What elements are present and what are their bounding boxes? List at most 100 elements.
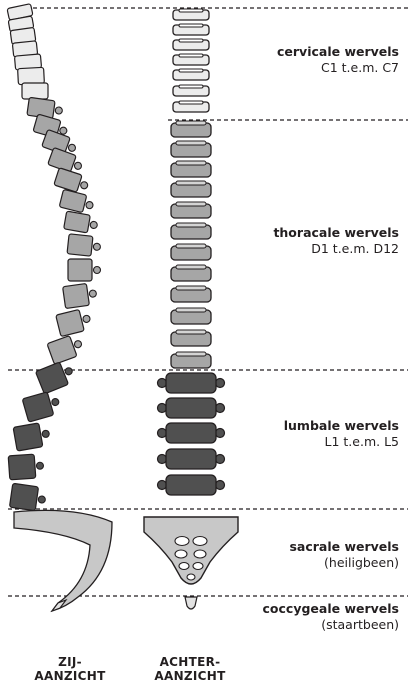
side-view-spine bbox=[7, 4, 112, 611]
label-lumbar-title: lumbale wervels bbox=[284, 418, 399, 434]
back-view-caption-line1: ACHTER- bbox=[145, 655, 235, 669]
spinous-process bbox=[42, 430, 50, 438]
thoracic-vertebra-back bbox=[171, 244, 211, 260]
spinous-process bbox=[85, 201, 93, 209]
vertebra-cap bbox=[176, 244, 206, 248]
sacral-foramen bbox=[179, 563, 189, 570]
vertebra-side bbox=[56, 307, 93, 336]
vertebra-cap bbox=[179, 24, 203, 27]
transverse-process-right bbox=[216, 481, 225, 490]
cervical-vertebra-back bbox=[173, 24, 209, 35]
vertebra-body bbox=[166, 449, 216, 469]
cervical-vertebra-back bbox=[173, 54, 209, 65]
label-lumbar: lumbale wervels L1 t.e.m. L5 bbox=[284, 418, 399, 450]
transverse-process-right bbox=[216, 404, 225, 413]
sacral-foramen bbox=[175, 550, 187, 558]
spinous-process bbox=[93, 243, 101, 251]
label-lumbar-range: L1 t.e.m. L5 bbox=[284, 434, 399, 450]
vertebra-side bbox=[9, 483, 47, 512]
sacral-foramen bbox=[193, 537, 207, 546]
transverse-process-left bbox=[158, 429, 167, 438]
thoracic-vertebra-back bbox=[171, 181, 211, 197]
sacral-foramen bbox=[194, 550, 206, 558]
spinous-process bbox=[38, 496, 46, 504]
transverse-process-right bbox=[216, 379, 225, 388]
vertebra-cap bbox=[179, 39, 203, 42]
spinous-process bbox=[73, 161, 82, 170]
vertebra-side bbox=[8, 454, 44, 480]
side-view-caption-line2: AANZICHT bbox=[30, 669, 110, 683]
vertebra-body bbox=[13, 423, 43, 451]
thoracic-vertebra-back bbox=[171, 202, 211, 218]
sacral-foramen bbox=[175, 537, 189, 546]
sacral-foramen bbox=[193, 563, 203, 570]
cervical-vertebra-back bbox=[173, 85, 209, 96]
vertebra-side bbox=[22, 390, 62, 423]
vertebra-body bbox=[64, 211, 91, 233]
vertebra-cap bbox=[176, 330, 206, 334]
lumbar-vertebra-back bbox=[158, 475, 225, 495]
thoracic-vertebra-back bbox=[171, 308, 211, 324]
vertebra-side bbox=[68, 259, 101, 281]
thoracic-vertebra-back bbox=[171, 352, 211, 368]
vertebra-cap bbox=[176, 352, 206, 356]
spinous-process bbox=[94, 267, 101, 274]
vertebra-side bbox=[64, 211, 99, 234]
vertebra-body bbox=[63, 283, 90, 308]
vertebra-body bbox=[166, 398, 216, 418]
vertebra-cap bbox=[176, 121, 206, 125]
lumbar-vertebra-back bbox=[158, 423, 225, 443]
sacrum-side bbox=[14, 510, 112, 611]
label-sacral-title: sacrale wervels bbox=[289, 539, 399, 555]
label-thoracic-title: thoracale wervels bbox=[273, 225, 399, 241]
vertebra-cap bbox=[179, 9, 203, 12]
label-coccygeal: coccygeale wervels (staartbeen) bbox=[263, 601, 399, 633]
vertebra-cap bbox=[176, 308, 206, 312]
thoracic-vertebra-back bbox=[171, 223, 211, 239]
label-coccygeal-title: coccygeale wervels bbox=[263, 601, 399, 617]
thoracic-vertebra-back bbox=[171, 141, 211, 157]
label-sacral-range: (heiligbeen) bbox=[289, 555, 399, 571]
vertebra-side bbox=[59, 189, 95, 214]
vertebra-cap bbox=[179, 69, 203, 72]
vertebra-cap bbox=[176, 286, 206, 290]
vertebra-body bbox=[47, 336, 77, 365]
vertebra-cap bbox=[176, 181, 206, 185]
vertebra-cap bbox=[176, 223, 206, 227]
vertebra-cap bbox=[179, 85, 203, 88]
vertebra-body bbox=[56, 309, 85, 336]
lumbar-vertebra-back bbox=[158, 449, 225, 469]
cervical-vertebra-back bbox=[173, 101, 209, 112]
spinous-process bbox=[89, 290, 97, 298]
vertebra-cap bbox=[179, 101, 203, 104]
vertebra-body bbox=[22, 83, 48, 99]
transverse-process-left bbox=[158, 455, 167, 464]
vertebra-body bbox=[18, 67, 45, 84]
spinous-process bbox=[73, 340, 82, 349]
label-coccygeal-range: (staartbeen) bbox=[263, 617, 399, 633]
thoracic-vertebra-back bbox=[171, 121, 211, 137]
vertebra-cap bbox=[176, 265, 206, 269]
spinous-process bbox=[36, 462, 43, 469]
transverse-process-left bbox=[158, 404, 167, 413]
spinous-process bbox=[55, 107, 63, 115]
spinous-process bbox=[90, 221, 98, 229]
spinous-process bbox=[67, 143, 76, 152]
vertebra-body bbox=[68, 259, 92, 281]
back-view-spine bbox=[144, 9, 238, 609]
back-view-caption: ACHTER- AANZICHT bbox=[145, 655, 235, 683]
thoracic-vertebra-back bbox=[171, 265, 211, 281]
cervical-vertebra-back bbox=[173, 69, 209, 80]
spinous-process bbox=[82, 315, 90, 323]
vertebra-body bbox=[9, 483, 38, 510]
spinous-process bbox=[51, 398, 60, 407]
cervical-vertebra-back bbox=[173, 9, 209, 20]
vertebra-cap bbox=[176, 202, 206, 206]
vertebra-body bbox=[59, 189, 87, 212]
lumbar-vertebra-back bbox=[158, 373, 225, 393]
vertebra-side bbox=[67, 234, 101, 257]
spinous-process bbox=[80, 181, 89, 190]
vertebra-side bbox=[35, 359, 76, 394]
cervical-vertebra-back bbox=[173, 39, 209, 50]
